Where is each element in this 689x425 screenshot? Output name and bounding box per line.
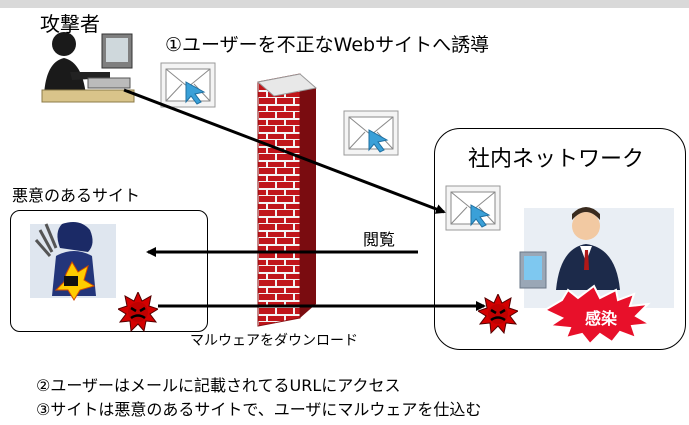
step-3-text: ③サイトは悪意のあるサイトで、ユーザにマルウェアを仕込む	[36, 400, 482, 419]
malware-icon	[118, 292, 158, 332]
malware-download-label: マルウェアをダウンロード	[190, 333, 358, 349]
firewall-icon	[256, 73, 318, 327]
malware-icon	[478, 294, 518, 334]
top-bar	[0, 0, 689, 8]
email-icon	[160, 62, 216, 108]
step-1-text: ①ユーザーを不正なWebサイトへ誘導	[165, 34, 490, 56]
email-icon	[445, 185, 501, 231]
infection-burst-icon	[542, 284, 654, 346]
lure-arrow	[123, 88, 446, 214]
hacker-icon	[30, 222, 116, 301]
infected-label: 感染	[585, 309, 618, 328]
corporate-network-label: 社内ネットワーク	[468, 147, 645, 172]
office-worker-icon	[519, 207, 674, 308]
attacker-label: 攻撃者	[40, 12, 100, 36]
attacker-icon	[41, 32, 135, 103]
malicious-site-label: 悪意のあるサイト	[12, 186, 141, 205]
email-icon	[343, 110, 399, 156]
browse-label: 閲覧	[363, 230, 396, 249]
step-2-text: ②ユーザーはメールに記載されてるURLにアクセス	[36, 376, 401, 395]
